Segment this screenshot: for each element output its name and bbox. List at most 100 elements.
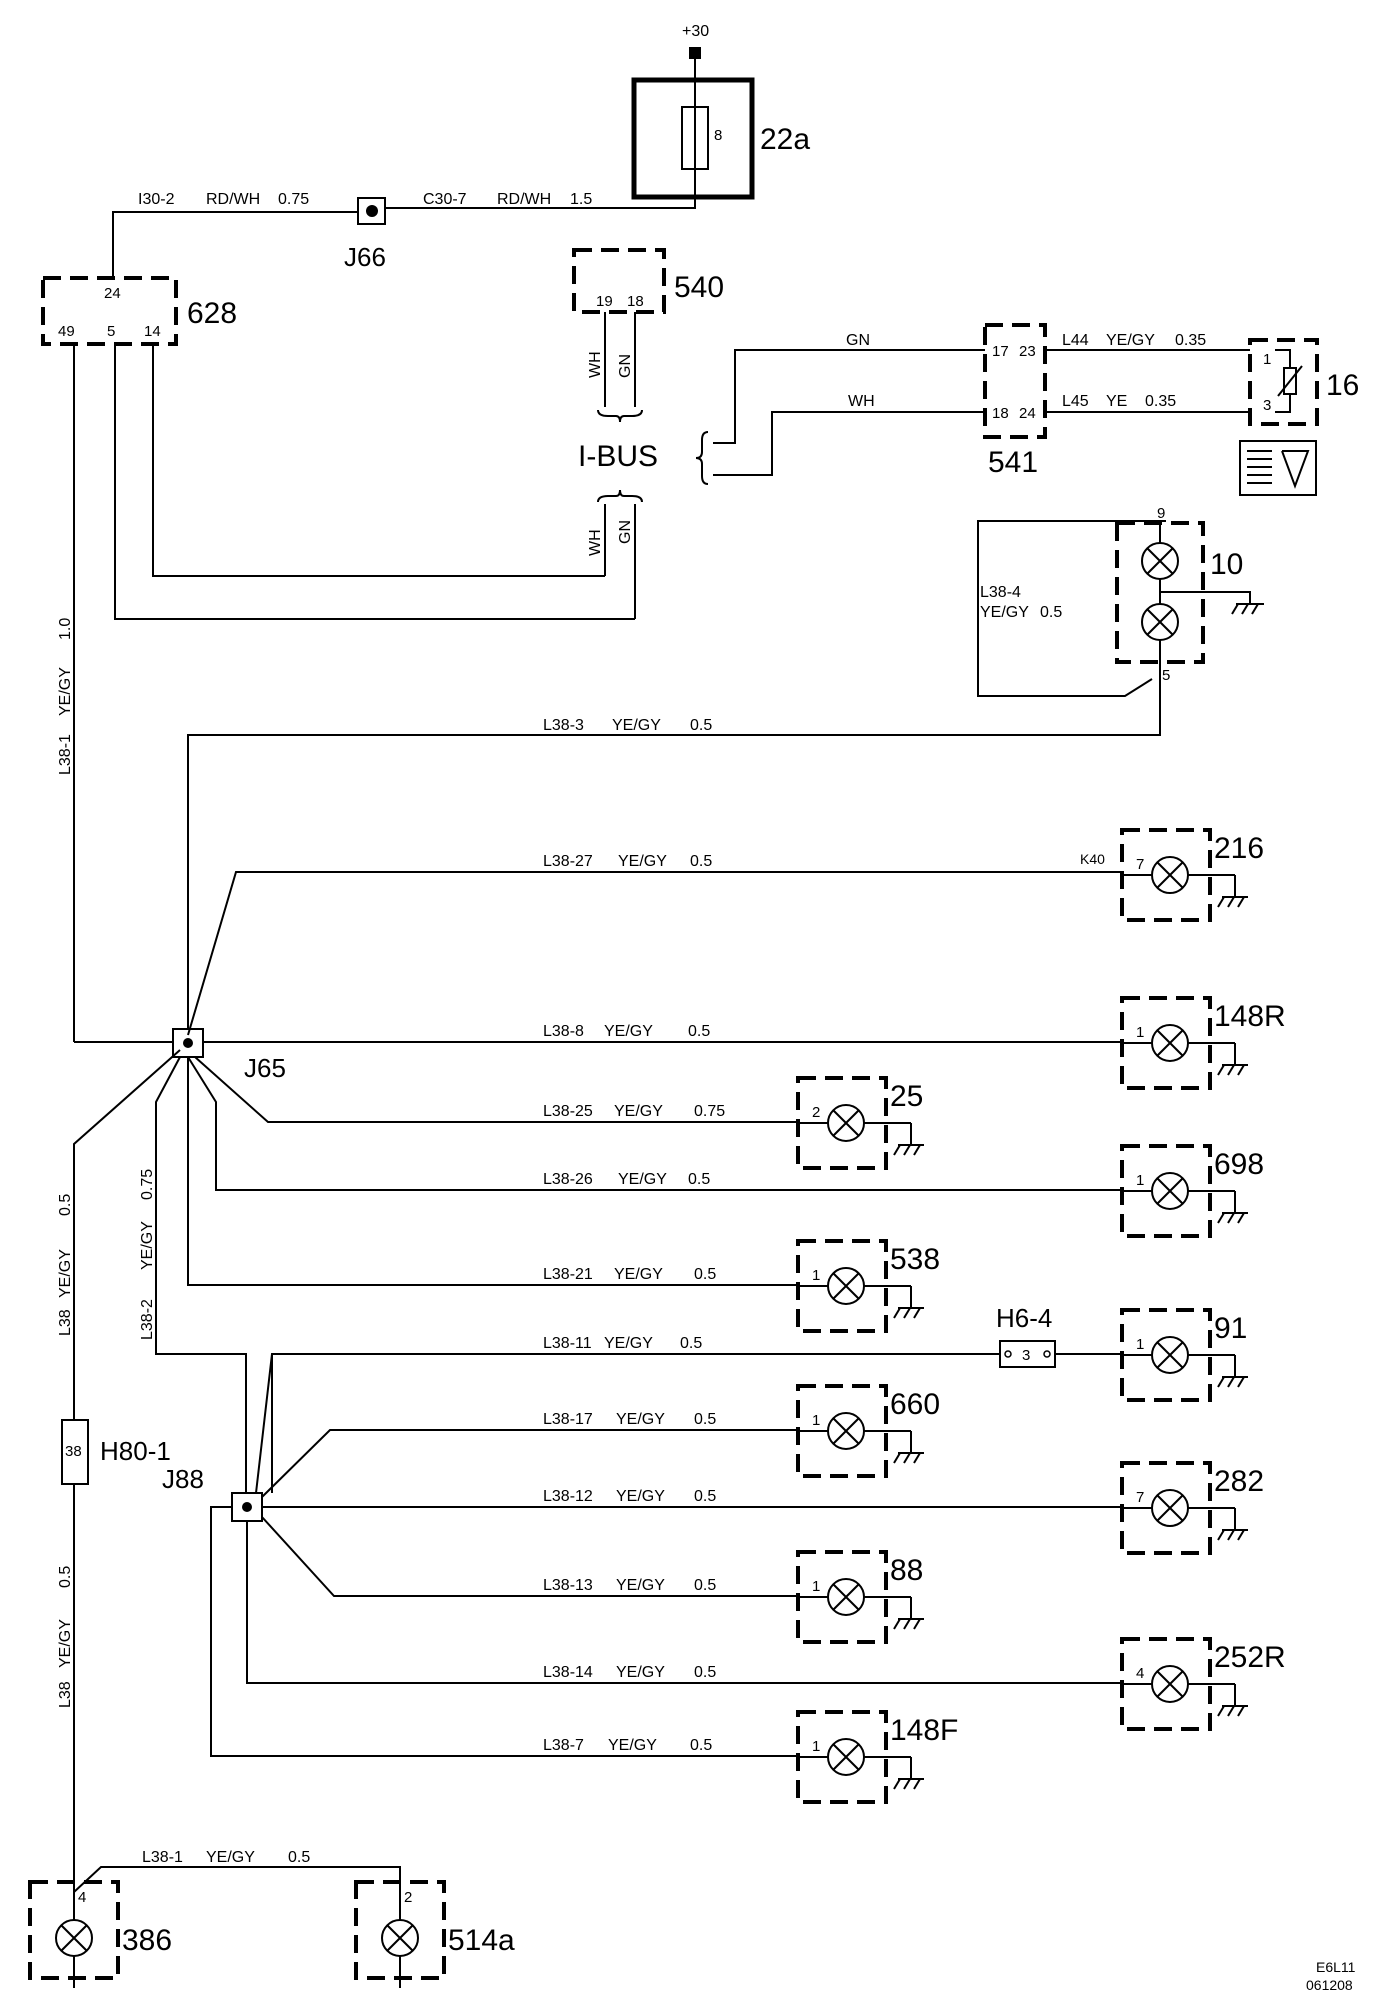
wire-l38-upper-size: 0.5: [57, 1194, 74, 1216]
wire-i30-id: I30-2: [138, 191, 175, 208]
module-541-pin-24: 24: [1019, 405, 1036, 422]
wire-l38-14-id: L38-14: [543, 1664, 593, 1681]
ground-icon: [1231, 603, 1264, 615]
junction-j65-label: J65: [244, 1053, 286, 1083]
wire-l38-upper-color: YE/GY: [57, 1249, 74, 1298]
wire-l38-2-size: 0.75: [139, 1169, 156, 1200]
junction-j88-label: J88: [162, 1464, 204, 1494]
wire-l38-8-id: L38-8: [543, 1023, 584, 1040]
wire-541-wh-label: WH: [848, 393, 875, 410]
lamp-id: 148R: [1214, 1000, 1286, 1033]
lamp-282: 7 282: [1120, 1461, 1264, 1555]
lamp-pin: 4: [78, 1889, 86, 1906]
junction-j66: J66: [344, 197, 386, 272]
wire-l38-27-size: 0.5: [690, 853, 712, 870]
lamp-id: 252R: [1214, 1641, 1286, 1674]
wire-l38-12-size: 0.5: [694, 1488, 716, 1505]
module-540: 19 18 540: [572, 248, 724, 314]
wire-c30-id: C30-7: [423, 191, 467, 208]
wire-l38-1-top-color: YE/GY: [57, 667, 74, 716]
lamp-pin: 1: [1136, 1172, 1144, 1189]
wire-l38-8-size: 0.5: [688, 1023, 710, 1040]
ground-icon: [1217, 875, 1248, 908]
ground-icon: [893, 1286, 924, 1319]
wire-l38-2-id: L38-2: [139, 1299, 156, 1340]
fuel-gauge-icon: [1239, 440, 1317, 496]
module-628-id: 628: [187, 297, 237, 330]
ground-icon: [1217, 1508, 1248, 1541]
wire-l38-17-size: 0.5: [694, 1411, 716, 1428]
wire-l38-1-bottom-id: L38-1: [142, 1849, 183, 1866]
connector-h80-1-pin: 38: [65, 1443, 82, 1460]
wire-c30-color: RD/WH: [497, 191, 551, 208]
wire-l38-4-size: 0.5: [1040, 604, 1062, 621]
lamp-id: 698: [1214, 1148, 1264, 1181]
wire-l38-11-color: YE/GY: [604, 1335, 653, 1352]
wire-l38-13-id: L38-13: [543, 1577, 593, 1594]
lamp-id: 148F: [890, 1714, 958, 1747]
wire-l38-lower-size: 0.5: [57, 1566, 74, 1588]
sensor-16-pin-1: 1: [1263, 351, 1271, 368]
lamp-pin: 1: [812, 1578, 820, 1595]
wire-l38-upper-id: L38: [57, 1309, 74, 1336]
wire-l45-id: L45: [1062, 393, 1089, 410]
ground-icon: [893, 1597, 924, 1630]
wire-l38-lower-color: YE/GY: [57, 1619, 74, 1668]
junction-j66-label: J66: [344, 242, 386, 272]
connector-h6-4-pin: 3: [1022, 1347, 1030, 1364]
wire-l38-21-color: YE/GY: [614, 1266, 663, 1283]
lamp-pin: 2: [812, 1104, 820, 1121]
wire-c30-size: 1.5: [570, 191, 592, 208]
lamp-id: 538: [890, 1243, 940, 1276]
wire-l38-17-color: YE/GY: [616, 1411, 665, 1428]
wire-541-gn-label: GN: [846, 332, 870, 349]
lamp-pin: 7: [1136, 856, 1144, 873]
wire-l38-26-id: L38-26: [543, 1171, 593, 1188]
wire-l38-26-size: 0.5: [688, 1171, 710, 1188]
drawing-ref-line1: E6L11: [1316, 1959, 1356, 1975]
bulb-10-pin-5: 5: [1162, 667, 1170, 684]
wire-l38-7-size: 0.5: [690, 1737, 712, 1754]
lamp-id: 25: [890, 1080, 923, 1113]
junction-j65: J65: [172, 1028, 286, 1083]
lamp-id: 282: [1214, 1465, 1264, 1498]
wire-i30-color: RD/WH: [206, 191, 260, 208]
supply-terminal: +30: [682, 23, 709, 107]
lamp-pin: 2: [404, 1889, 412, 1906]
sensor-16-pin-3: 3: [1263, 397, 1271, 414]
wire-l38-lower-id: L38: [57, 1681, 74, 1708]
connector-h80-1: 38 H80-1: [61, 1419, 171, 1485]
ground-icon: [1217, 1043, 1248, 1076]
ground-icon: [893, 1123, 924, 1156]
fuse-id: 22a: [760, 123, 810, 156]
ground-icon: [893, 1431, 924, 1464]
wire-l45-color: YE: [1106, 393, 1127, 410]
wire-628-wh-label: WH: [587, 529, 604, 556]
wire-l38-2-color: YE/GY: [139, 1221, 156, 1270]
junction-j88: J88: [162, 1464, 263, 1522]
wire-l44-size: 0.35: [1175, 332, 1206, 349]
wire-l38-25-size: 0.75: [694, 1103, 725, 1120]
wire-l38-14-size: 0.5: [694, 1664, 716, 1681]
bulb-10-id: 10: [1210, 548, 1243, 581]
connector-h6-4: 3 H6-4: [996, 1303, 1056, 1368]
lamp-252R: 4 252R: [1120, 1637, 1286, 1731]
wire-628-gn-label: GN: [617, 520, 634, 544]
wire-l38-27-id: L38-27: [543, 853, 593, 870]
wire-l38-11-id: L38-11: [543, 1335, 592, 1352]
lamp-pin: 7: [1136, 1489, 1144, 1506]
lamp-pin: 4: [1136, 1665, 1144, 1682]
ibus-label: I-BUS: [578, 440, 658, 473]
wire-l38-1-top-id: L38-1: [57, 734, 74, 775]
wire-l38-7-color: YE/GY: [608, 1737, 657, 1754]
module-628-pin-14: 14: [144, 323, 161, 340]
